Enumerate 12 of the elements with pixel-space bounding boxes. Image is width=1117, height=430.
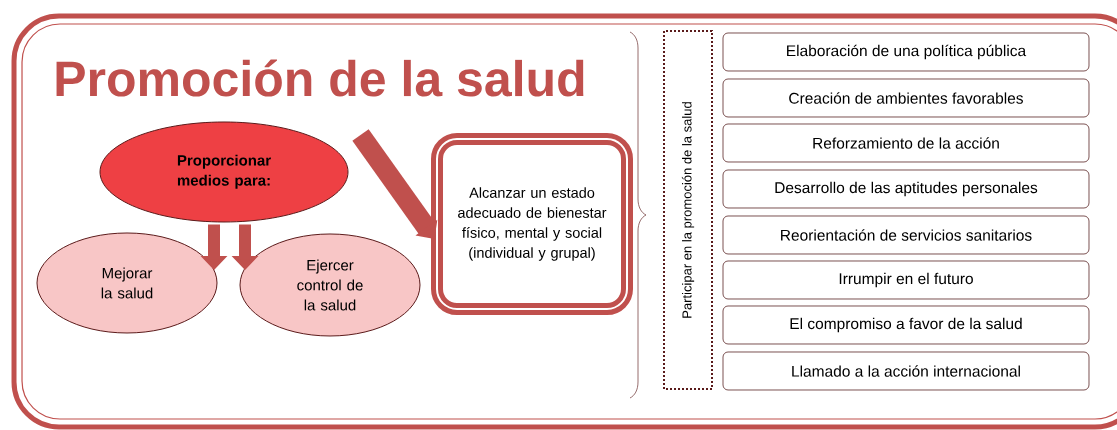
dotted-box: Participar en la promoción de la salud bbox=[663, 30, 713, 390]
rounded-box: El compromiso a favor de la salud bbox=[722, 305, 1090, 345]
rounded-box: Creación de ambientes favorables bbox=[722, 78, 1090, 118]
rounded-box: Alcanzar un estado adecuado de bienestar físico, mental y social (individual y grupal) bbox=[431, 133, 633, 315]
rounded-box: Irrumpir en el futuro bbox=[722, 260, 1090, 300]
rounded-box: Reforzamiento de la acción bbox=[722, 123, 1090, 163]
rounded-box: Elaboración de una política pública bbox=[722, 32, 1090, 72]
title: Promoción de la salud bbox=[56, 59, 584, 97]
rounded-box: Llamado a la acción internacional bbox=[722, 351, 1090, 391]
rounded-box: Reorientación de servicios sanitarios bbox=[722, 215, 1090, 255]
rounded-box: Desarrollo de las aptitudes personales bbox=[722, 169, 1090, 209]
block-arrow bbox=[352, 129, 438, 239]
